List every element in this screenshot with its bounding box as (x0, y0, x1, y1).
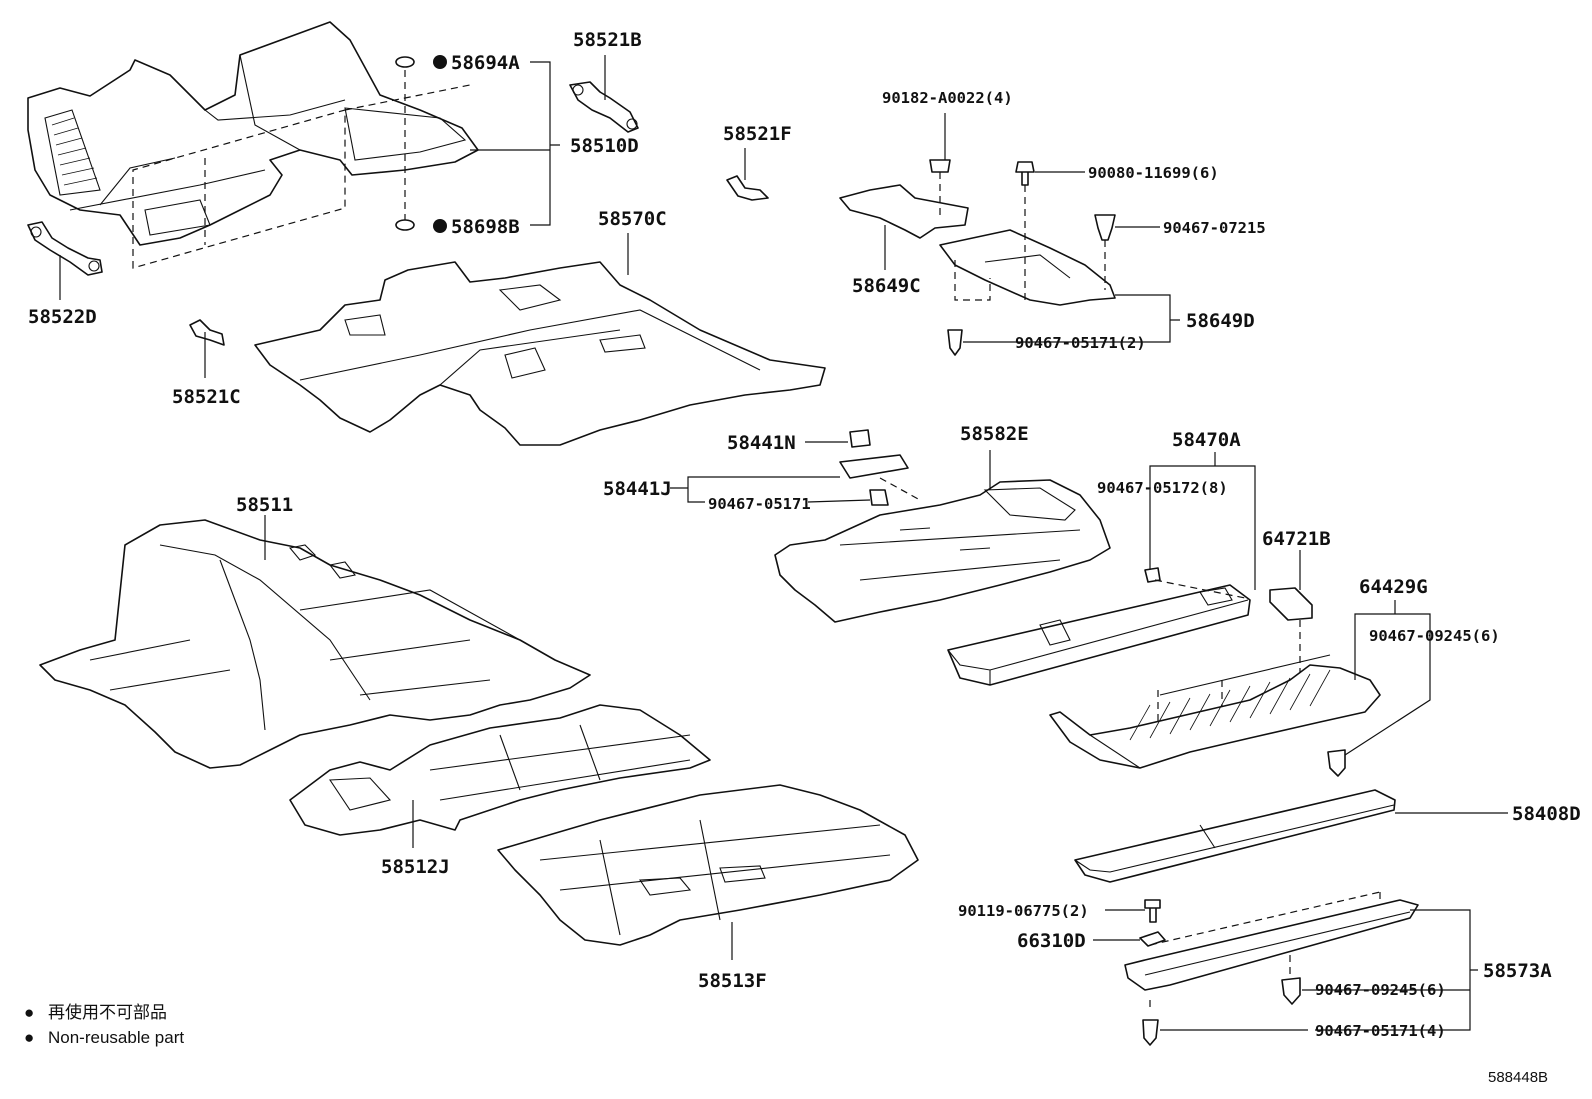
legend-dot-en: ● (24, 1028, 34, 1047)
label-64721B: 64721B (1262, 528, 1331, 550)
rear-floor-carpet-58582E (774, 479, 1111, 623)
label-90467-07215: 90467-07215 (1163, 219, 1266, 237)
label-58470A: 58470A (1172, 429, 1241, 451)
clip-58521B (569, 81, 639, 133)
clip-58521C (189, 319, 225, 346)
non-reusable-dot-58698B (433, 219, 447, 233)
grommet-58694A (395, 56, 415, 68)
label-58649D: 58649D (1186, 310, 1255, 332)
label-58522D: 58522D (28, 306, 97, 328)
diagram-reference: 588448B (1488, 1069, 1548, 1086)
label-90080-11699: 90080-11699(6) (1088, 164, 1219, 182)
label-58511: 58511 (236, 494, 293, 516)
clip-90467-07215 (1094, 214, 1116, 241)
label-58513F: 58513F (698, 970, 767, 992)
label-90182-A0022: 90182-A0022(4) (882, 89, 1013, 107)
floor-carpet-58511 (39, 519, 591, 769)
clip-90182-A0022 (929, 159, 951, 173)
label-58512J: 58512J (381, 856, 450, 878)
legend: ● 再使用不可部品 ● Non-reusable part (24, 1002, 184, 1047)
legend-text-en: Non-reusable part (48, 1028, 184, 1047)
label-58441J: 58441J (603, 478, 672, 500)
front-floor-mat-58510D (27, 21, 479, 246)
label-90119-06775-2: 90119-06775(2) (958, 902, 1089, 920)
label-58649C: 58649C (852, 275, 921, 297)
legend-dot-jp: ● (24, 1003, 34, 1022)
label-58521F: 58521F (723, 123, 792, 145)
nut-66310D (1139, 931, 1166, 947)
label-90467-05171-2: 90467-05171(2) (1015, 334, 1146, 352)
clip-90467-09245-a (1327, 749, 1346, 777)
clip-90467-05171-2 (947, 329, 963, 356)
label-58521B: 58521B (573, 29, 642, 51)
label-90467-05171: 90467-05171 (708, 495, 811, 513)
label-58573A: 58573A (1483, 960, 1552, 982)
label-90467-09245-6-a: 90467-09245(6) (1369, 627, 1500, 645)
insulator-58512J (289, 704, 711, 836)
label-58510D: 58510D (570, 135, 639, 157)
clip-58522D (27, 221, 103, 276)
clip-90467-05171 (869, 489, 889, 506)
label-90467-09245-6-b: 90467-09245(6) (1315, 981, 1446, 999)
label-90467-05172-8: 90467-05172(8) (1097, 479, 1228, 497)
insulator-58513F (497, 784, 919, 946)
tray-64429G (1049, 654, 1381, 769)
cover-58649D (939, 229, 1116, 306)
non-reusable-dot-58694A (433, 55, 447, 69)
label-58698B: 58698B (451, 216, 520, 238)
label-90467-05171-4: 90467-05171(4) (1315, 1022, 1446, 1040)
label-58570C: 58570C (598, 208, 667, 230)
clip-90467-05172 (1144, 567, 1161, 583)
grommet-58698B (395, 219, 415, 231)
scuff-plate-58573A (1124, 899, 1419, 991)
label-58694A: 58694A (451, 52, 520, 74)
floor-carpet-58570C (254, 261, 826, 446)
clip-90467-05171-4 (1142, 1019, 1159, 1046)
label-58408D: 58408D (1512, 803, 1581, 825)
bolt-90080-11699 (1015, 161, 1035, 186)
label-58521C: 58521C (172, 386, 241, 408)
clip-58521F (726, 175, 769, 201)
leader-lines (59, 55, 1508, 1031)
label-58441N: 58441N (727, 432, 796, 454)
cover-58649C (839, 184, 969, 239)
tray-58470A (947, 584, 1251, 686)
clip-90467-09245-b (1281, 977, 1301, 1005)
label-58582E: 58582E (960, 423, 1029, 445)
screw-90119-06775 (1144, 899, 1161, 923)
legend-text-jp: 再使用不可部品 (48, 1002, 167, 1022)
bracket-58441J (839, 454, 909, 479)
part-labels: 58521B 58694A 58510D 58698B 58522D 58521… (28, 29, 1581, 1040)
board-58408D (1074, 789, 1396, 883)
label-66310D: 66310D (1017, 930, 1086, 952)
cover-64721B (1269, 587, 1313, 621)
label-64429G: 64429G (1359, 576, 1428, 598)
clip-58441N (849, 429, 871, 448)
